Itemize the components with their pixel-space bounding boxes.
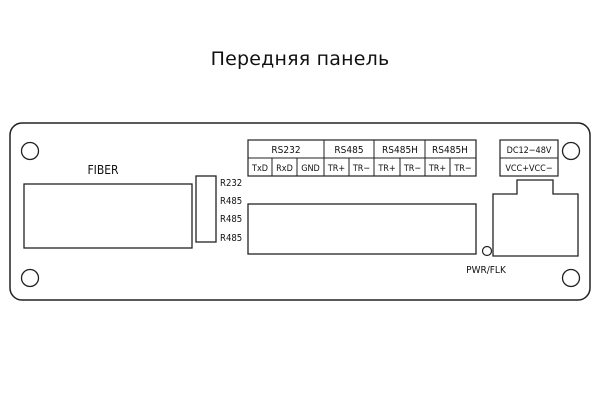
terminal-block [247,203,477,255]
mount-hole-top-right [561,141,581,161]
pin-label-rxd: RxD [276,164,293,174]
pin-label-tr-plus-2: TR+ [377,164,395,174]
side-indicator-block [195,175,217,243]
side-label-r485-2: R485 [220,214,242,225]
terminal-label-table: RS232 RS485 RS485H RS485H TxD RxD GND TR… [247,139,477,177]
pin-label-tr-minus-3: TR− [453,164,471,174]
group-header-rs485h-2: RS485H [432,145,468,156]
group-header-rs485: RS485 [334,145,363,156]
side-label-r485-3: R485 [220,233,242,244]
indicator-label: PWR/FLK [466,265,507,276]
power-pins: VCC+VCC− [505,164,552,174]
pin-label-tr-plus-1: TR+ [327,164,345,174]
side-label-r485-1: R485 [220,196,242,207]
mount-hole-top-left [20,141,40,161]
panel-outline [9,122,591,301]
pin-label-tr-plus-3: TR+ [428,164,446,174]
page-title: Передняя панель [210,48,390,70]
pin-label-txd: TxD [251,164,268,174]
fiber-label: FIBER [87,163,119,177]
group-header-rs485h-1: RS485H [382,145,418,156]
group-header-rs232: RS232 [271,145,300,156]
power-connector [492,179,579,257]
power-header: DC12−48V [507,146,552,156]
status-led [481,245,493,257]
fiber-port [23,183,193,249]
pin-label-tr-minus-2: TR− [403,164,421,174]
mount-hole-bottom-right [561,268,581,288]
side-label-r232: R232 [220,178,242,189]
power-label-box: DC12−48V VCC+VCC− [499,139,559,177]
pin-label-gnd: GND [301,164,320,174]
pin-label-tr-minus-1: TR− [352,164,370,174]
mount-hole-bottom-left [20,268,40,288]
